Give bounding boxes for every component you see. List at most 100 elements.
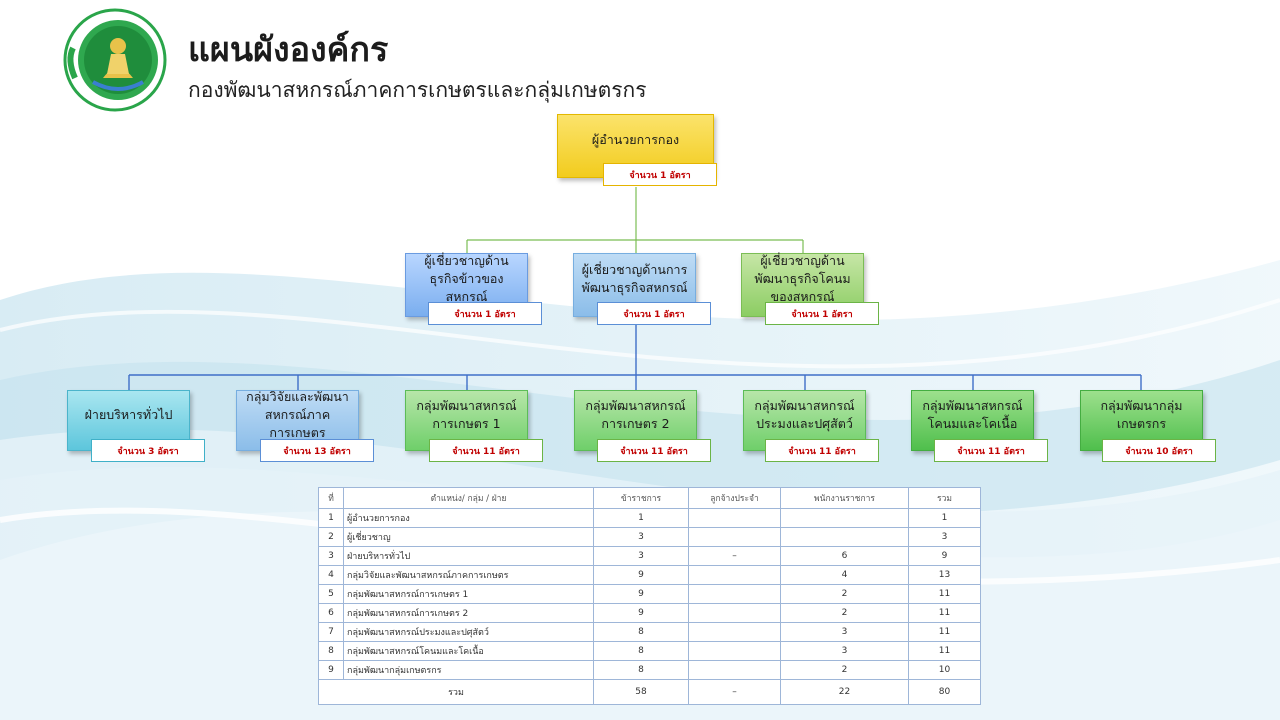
cell-total: 9 bbox=[908, 546, 981, 566]
cell-no: 6 bbox=[318, 603, 344, 623]
table-row: 1 ผู้อำนวยการกอง 1 1 bbox=[318, 508, 981, 528]
page-subtitle: กองพัฒนาสหกรณ์ภาคการเกษตรและกลุ่มเกษตรกร bbox=[188, 78, 647, 102]
cell-gov-emp: 3 bbox=[780, 622, 909, 642]
cell-permanent bbox=[688, 660, 781, 680]
cell-civil: 1 bbox=[593, 508, 689, 528]
col-header-no: ที่ bbox=[318, 487, 344, 509]
cell-civil: 8 bbox=[593, 641, 689, 661]
cell-total: 11 bbox=[908, 641, 981, 661]
cell-position: ผู้อำนวยการกอง bbox=[343, 508, 594, 528]
cell-position: กลุ่มวิจัยและพัฒนาสหกรณ์ภาคการเกษตร bbox=[343, 565, 594, 585]
cell-permanent: – bbox=[688, 546, 781, 566]
page-title: แผนผังองค์กร bbox=[188, 30, 389, 70]
cell-permanent bbox=[688, 527, 781, 547]
unit-label: กลุ่มพัฒนาสหกรณ์การเกษตร 1 bbox=[416, 397, 517, 431]
table-header-row: ที่ ตำแหน่ง/ กลุ่ม / ฝ่าย ข้าราชการ ลูกจ… bbox=[318, 487, 981, 509]
cell-gov-emp: 3 bbox=[780, 641, 909, 661]
total-civil: 58 bbox=[593, 679, 689, 705]
cell-position: กลุ่มพัฒนาสหกรณ์ประมงและปศุสัตว์ bbox=[343, 622, 594, 642]
unit-general-admin-count: จำนวน 3 อัตรา bbox=[91, 439, 205, 462]
cell-civil: 3 bbox=[593, 527, 689, 547]
expert-rice-business-count: จำนวน 1 อัตรา bbox=[428, 302, 542, 325]
cell-permanent bbox=[688, 603, 781, 623]
table-row: 6 กลุ่มพัฒนาสหกรณ์การเกษตร 2 9 2 11 bbox=[318, 603, 981, 623]
table-row: 8 กลุ่มพัฒนาสหกรณ์โคนมและโคเนื้อ 8 3 11 bbox=[318, 641, 981, 661]
unit-agri-coop-1-count: จำนวน 11 อัตรา bbox=[429, 439, 543, 462]
cell-total: 3 bbox=[908, 527, 981, 547]
table-row: 4 กลุ่มวิจัยและพัฒนาสหกรณ์ภาคการเกษตร 9 … bbox=[318, 565, 981, 585]
cell-civil: 9 bbox=[593, 603, 689, 623]
unit-label: กลุ่มพัฒนาสหกรณ์การเกษตร 2 bbox=[585, 397, 686, 431]
cell-gov-emp: 2 bbox=[780, 660, 909, 680]
cell-civil: 9 bbox=[593, 565, 689, 585]
col-header-government-employee: พนักงานราชการ bbox=[780, 487, 909, 509]
cell-permanent bbox=[688, 584, 781, 604]
cell-civil: 9 bbox=[593, 584, 689, 604]
col-header-civil-servant: ข้าราชการ bbox=[593, 487, 689, 509]
cell-permanent bbox=[688, 565, 781, 585]
unit-label: กลุ่มพัฒนาสหกรณ์โคนมและโคเนื้อ bbox=[922, 397, 1023, 431]
cell-civil: 3 bbox=[593, 546, 689, 566]
cell-no: 3 bbox=[318, 546, 344, 566]
expert-label: ผู้เชี่ยวชาญด้านธุรกิจข้าวของสหกรณ์ bbox=[424, 253, 509, 304]
department-logo bbox=[63, 8, 167, 112]
col-header-permanent-employee: ลูกจ้างประจำ bbox=[688, 487, 781, 509]
expert-label: ผู้เชี่ยวชาญด้านการพัฒนาธุรกิจสหกรณ์ bbox=[581, 262, 688, 295]
table-row: 2 ผู้เชี่ยวชาญ 3 3 bbox=[318, 527, 981, 547]
total-label: รวม bbox=[318, 679, 594, 705]
cell-position: กลุ่มพัฒนาสหกรณ์การเกษตร 2 bbox=[343, 603, 594, 623]
cell-total: 1 bbox=[908, 508, 981, 528]
staffing-table: ที่ ตำแหน่ง/ กลุ่ม / ฝ่าย ข้าราชการ ลูกจ… bbox=[318, 487, 981, 705]
unit-label: กลุ่มพัฒนาสหกรณ์ประมงและปศุสัตว์ bbox=[754, 397, 855, 431]
cell-gov-emp: 2 bbox=[780, 603, 909, 623]
unit-dairy-beef-count: จำนวน 11 อัตรา bbox=[934, 439, 1048, 462]
cell-no: 1 bbox=[318, 508, 344, 528]
cell-no: 4 bbox=[318, 565, 344, 585]
unit-label: กลุ่มพัฒนากลุ่มเกษตรกร bbox=[1100, 397, 1183, 431]
cell-position: กลุ่มพัฒนาสหกรณ์โคนมและโคเนื้อ bbox=[343, 641, 594, 661]
table-row: 3 ฝ่ายบริหารทั่วไป 3 – 6 9 bbox=[318, 546, 981, 566]
cell-permanent bbox=[688, 622, 781, 642]
total-sum: 80 bbox=[908, 679, 981, 705]
cell-total: 11 bbox=[908, 622, 981, 642]
cell-gov-emp: 6 bbox=[780, 546, 909, 566]
expert-label: ผู้เชี่ยวชาญด้านพัฒนาธุรกิจโคนมของสหกรณ์ bbox=[754, 253, 851, 304]
unit-agri-coop-2-count: จำนวน 11 อัตรา bbox=[597, 439, 711, 462]
cell-total: 11 bbox=[908, 584, 981, 604]
cell-permanent bbox=[688, 641, 781, 661]
cell-no: 8 bbox=[318, 641, 344, 661]
cell-position: กลุ่มพัฒนาสหกรณ์การเกษตร 1 bbox=[343, 584, 594, 604]
director-label: ผู้อำนวยการกอง bbox=[591, 132, 680, 147]
col-header-total: รวม bbox=[908, 487, 981, 509]
cell-no: 2 bbox=[318, 527, 344, 547]
cell-total: 13 bbox=[908, 565, 981, 585]
cell-gov-emp bbox=[780, 508, 909, 528]
cell-no: 5 bbox=[318, 584, 344, 604]
cell-permanent bbox=[688, 508, 781, 528]
cell-total: 10 bbox=[908, 660, 981, 680]
unit-label: ฝ่ายบริหารทั่วไป bbox=[84, 406, 173, 422]
table-row: 7 กลุ่มพัฒนาสหกรณ์ประมงและปศุสัตว์ 8 3 1… bbox=[318, 622, 981, 642]
unit-fishery-livestock-count: จำนวน 11 อัตรา bbox=[765, 439, 879, 462]
expert-coop-business-count: จำนวน 1 อัตรา bbox=[597, 302, 711, 325]
cell-civil: 8 bbox=[593, 622, 689, 642]
table-row: 9 กลุ่มพัฒนากลุ่มเกษตรกร 8 2 10 bbox=[318, 660, 981, 680]
director-count: จำนวน 1 อัตรา bbox=[603, 163, 717, 186]
cell-gov-emp: 4 bbox=[780, 565, 909, 585]
cell-position: กลุ่มพัฒนากลุ่มเกษตรกร bbox=[343, 660, 594, 680]
cell-no: 9 bbox=[318, 660, 344, 680]
cell-position: ผู้เชี่ยวชาญ bbox=[343, 527, 594, 547]
cell-civil: 8 bbox=[593, 660, 689, 680]
unit-research-count: จำนวน 13 อัตรา bbox=[260, 439, 374, 462]
expert-dairy-business-count: จำนวน 1 อัตรา bbox=[765, 302, 879, 325]
unit-label: กลุ่มวิจัยและพัฒนาสหกรณ์ภาคการเกษตร bbox=[246, 388, 349, 440]
unit-farmer-group-count: จำนวน 10 อัตรา bbox=[1102, 439, 1216, 462]
total-gov-emp: 22 bbox=[780, 679, 909, 705]
cell-no: 7 bbox=[318, 622, 344, 642]
cell-total: 11 bbox=[908, 603, 981, 623]
col-header-position: ตำแหน่ง/ กลุ่ม / ฝ่าย bbox=[343, 487, 594, 509]
unit-research-box: กลุ่มวิจัยและพัฒนาสหกรณ์ภาคการเกษตร bbox=[236, 388, 359, 451]
table-row: 5 กลุ่มพัฒนาสหกรณ์การเกษตร 1 9 2 11 bbox=[318, 584, 981, 604]
total-permanent: – bbox=[688, 679, 781, 705]
